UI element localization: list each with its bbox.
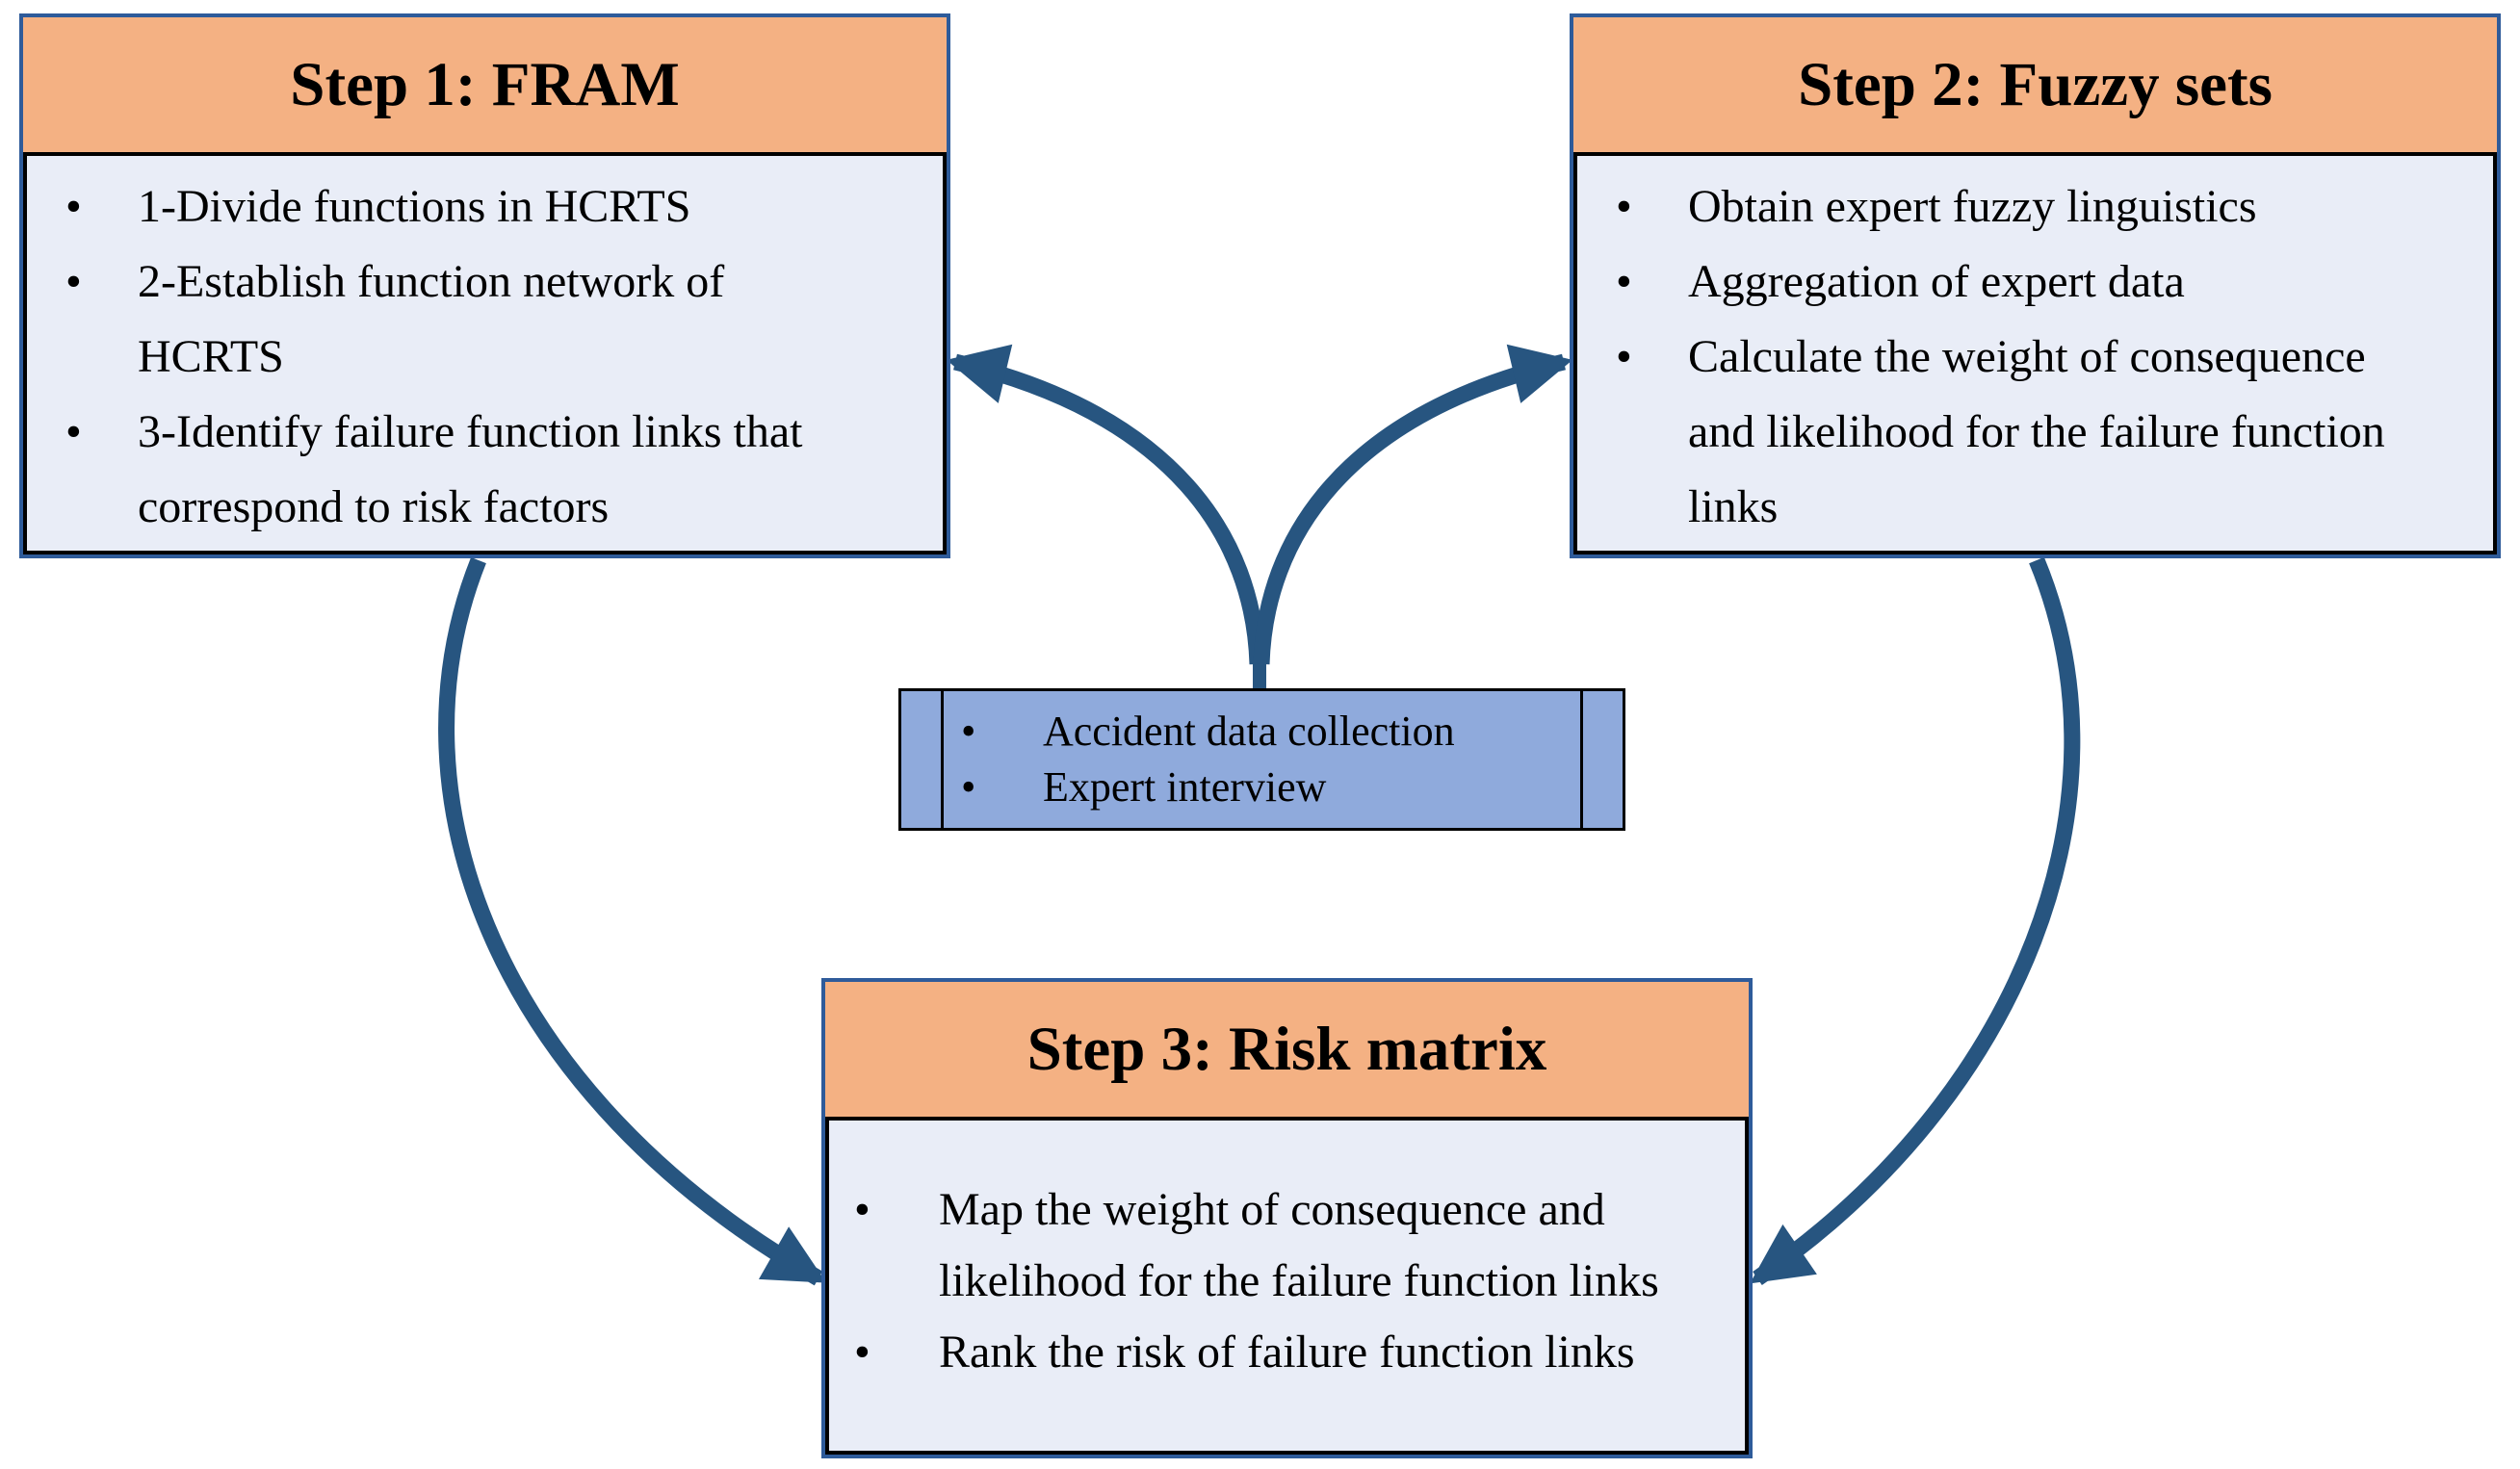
list-item: • Aggregation of expert data [1577,245,2493,320]
list-item: • Obtain expert fuzzy linguistics [1577,169,2493,245]
bullet-icon: • [65,256,82,307]
bullet-icon: • [961,708,976,755]
list-item-text: 1-Divide functions in HCRTS [138,181,691,232]
list-item-text: Aggregation of expert data [1688,256,2185,307]
list-item-text: likelihood for the failure function link… [939,1255,1659,1306]
bullet-icon: • [1616,256,1632,307]
arrow-step1-to-step3 [438,556,827,1286]
list-item-text: 3-Identify failure function links that [138,406,803,457]
list-item: • Expert interview [901,760,1623,815]
list-item-continuation: correspond to risk factors [27,470,943,545]
step1-title: Step 1: FRAM [290,50,680,119]
procbox-right-line [1580,691,1583,828]
list-item-continuation: and likelihood for the failure function [1577,395,2493,470]
list-item: • 2-Establish function network of [27,245,943,320]
arrow-step2-to-step3 [1750,556,2081,1286]
step3-title: Step 3: Risk matrix [1026,1015,1547,1084]
procbox-left-line [941,691,944,828]
step3-body: • Map the weight of consequence and like… [825,1121,1749,1455]
step2-box: Step 2: Fuzzy sets • Obtain expert fuzzy… [1570,13,2501,558]
list-item-text: Rank the risk of failure function links [939,1327,1635,1378]
step2-header: Step 2: Fuzzy sets [1573,17,2497,156]
step2-body: • Obtain expert fuzzy linguistics • Aggr… [1573,156,2497,554]
list-item-text: correspond to risk factors [138,481,610,532]
list-item-text: links [1688,481,1779,532]
arrow-center-to-step2 [1253,344,1573,665]
list-item: • Rank the risk of failure function link… [829,1317,1745,1388]
step3-box: Step 3: Risk matrix • Map the weight of … [821,978,1753,1458]
list-item-continuation: likelihood for the failure function link… [829,1246,1745,1317]
list-item-text: Expert interview [1043,763,1327,811]
data-sources-list: • Accident data collection • Expert inte… [901,691,1623,815]
step1-box: Step 1: FRAM • 1-Divide functions in HCR… [19,13,950,558]
list-item: • 3-Identify failure function links that [27,395,943,470]
list-item-text: and likelihood for the failure function [1688,406,2385,457]
arrow-center-to-step1 [946,344,1266,665]
list-item-text: HCRTS [138,331,284,382]
bullet-icon: • [1616,181,1632,232]
list-item-text: Accident data collection [1043,708,1455,755]
step3-header: Step 3: Risk matrix [825,982,1749,1121]
bullet-icon: • [961,763,976,811]
list-item-continuation: HCRTS [27,320,943,395]
step2-title: Step 2: Fuzzy sets [1798,50,2273,119]
list-item: • 1-Divide functions in HCRTS [27,169,943,245]
list-item-text: Calculate the weight of consequence [1688,331,2366,382]
step1-body: • 1-Divide functions in HCRTS • 2-Establ… [23,156,947,554]
list-item-text: Map the weight of consequence and [939,1184,1605,1235]
data-sources-box: • Accident data collection • Expert inte… [898,688,1625,831]
list-item: • Map the weight of consequence and [829,1174,1745,1246]
bullet-icon: • [854,1327,870,1378]
list-item-text: Obtain expert fuzzy linguistics [1688,181,2257,232]
list-item-continuation: links [1577,470,2493,545]
bullet-icon: • [1616,331,1632,382]
step1-header: Step 1: FRAM [23,17,947,156]
list-item: • Calculate the weight of consequence [1577,320,2493,395]
bullet-icon: • [854,1184,870,1235]
list-item: • Accident data collection [901,704,1623,760]
bullet-icon: • [65,406,82,457]
bullet-icon: • [65,181,82,232]
list-item-text: 2-Establish function network of [138,256,725,307]
